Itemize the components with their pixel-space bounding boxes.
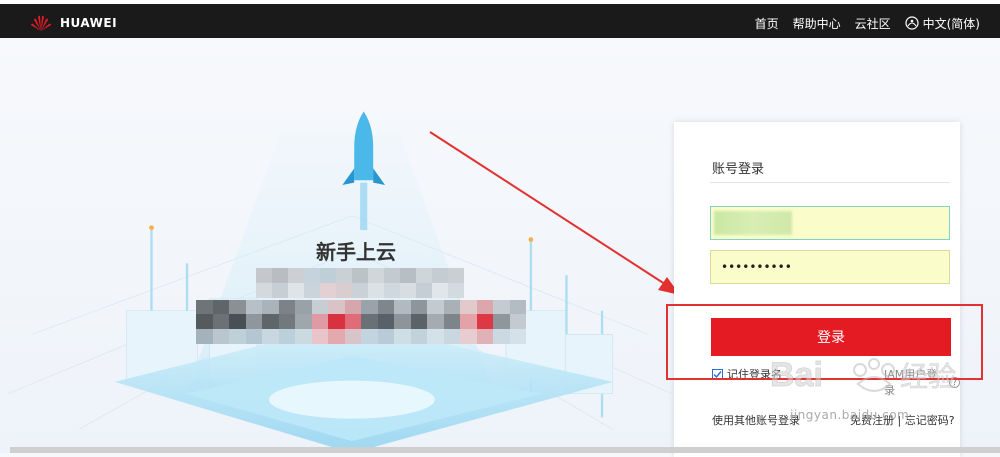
- horizontal-scrollbar[interactable]: [10, 447, 1000, 453]
- svg-text:Bai: Bai: [770, 356, 823, 394]
- other-account-login[interactable]: 使用其他账号登录: [712, 414, 800, 427]
- blurred-subtitle-line2: [196, 300, 526, 344]
- login-panel: 账号登录 登录 记住登录名 IAM用户登录 ? 使用其他账号登录 免费注册 | …: [674, 122, 960, 457]
- nav-cloud-community[interactable]: 云社区: [854, 16, 891, 31]
- baidu-watermark-logo: Bai 经验: [770, 356, 957, 395]
- top-nav: 首页 帮助中心 云社区 中文(简体): [755, 4, 980, 42]
- blurred-subtitle: [256, 268, 464, 298]
- rocket-icon: [342, 111, 386, 231]
- remember-label: 记住登录名: [727, 368, 782, 381]
- blurred-username: [714, 211, 792, 235]
- globe-icon: [905, 16, 919, 30]
- help-icon[interactable]: ?: [949, 376, 960, 388]
- brand-name: HUAWEI: [60, 16, 118, 30]
- huawei-flower-icon: [31, 15, 51, 31]
- remember-login[interactable]: 记住登录名: [712, 366, 782, 382]
- login-button[interactable]: 登录: [711, 318, 951, 356]
- hero-title: 新手上云: [316, 240, 396, 264]
- title-divider: [710, 182, 950, 183]
- register-forgot-links[interactable]: 免费注册 | 忘记密码?: [850, 414, 955, 427]
- huawei-logo[interactable]: HUAWEI: [30, 12, 117, 34]
- top-bar: HUAWEI 首页 帮助中心 云社区 中文(简体): [0, 0, 1000, 38]
- watermark-url: jingyan.baidu.com: [790, 408, 910, 422]
- iam-login-link[interactable]: IAM用户登录 ?: [884, 366, 960, 398]
- annotation-highlight-box: [666, 304, 983, 380]
- language-selector[interactable]: 中文(简体): [905, 15, 980, 32]
- password-input[interactable]: [710, 250, 950, 284]
- checkmark-icon: [713, 370, 722, 378]
- svg-text:经验: 经验: [900, 360, 956, 393]
- language-label: 中文(简体): [922, 16, 980, 31]
- iam-label: IAM用户登录: [884, 368, 938, 397]
- login-title: 账号登录: [712, 162, 765, 177]
- nav-help-center[interactable]: 帮助中心: [792, 16, 841, 31]
- nav-home[interactable]: 首页: [754, 16, 779, 31]
